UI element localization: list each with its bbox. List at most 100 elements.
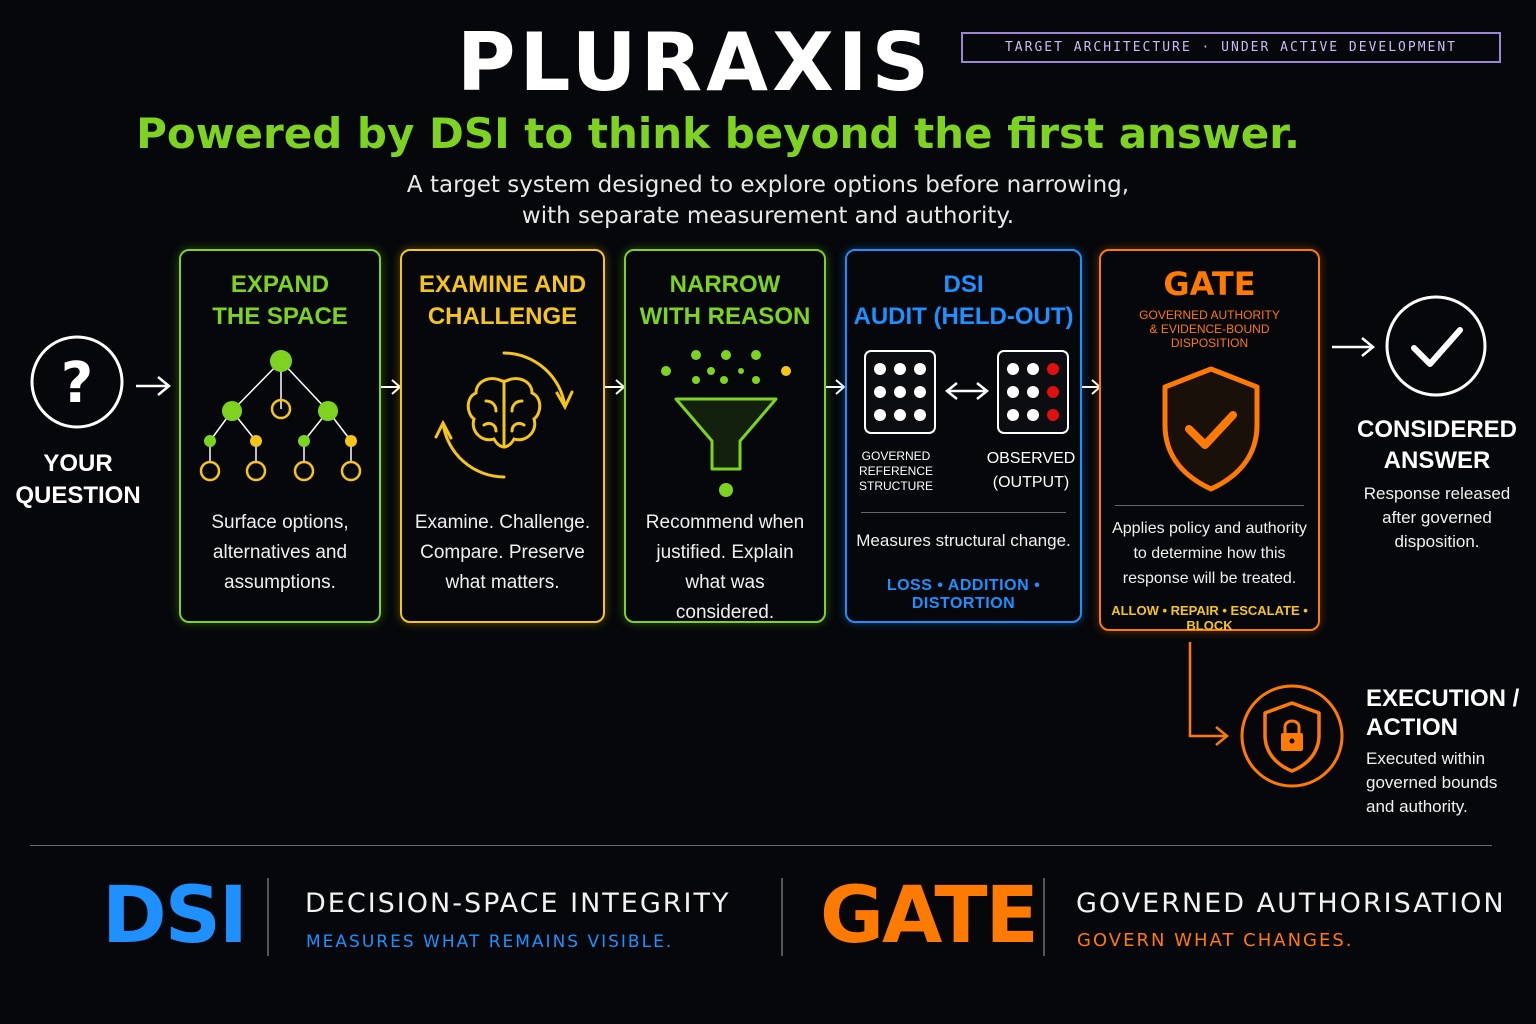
- reference-grid-icon: [864, 350, 936, 434]
- label-line: (OUTPUT): [992, 474, 1070, 491]
- footer-separator: [1043, 878, 1045, 956]
- stage-description-line: Surface options,: [211, 512, 349, 533]
- stage-description-line: what was considered.: [675, 572, 775, 623]
- description-line: governed bounds: [1366, 773, 1498, 792]
- gate-tags: ALLOW • REPAIR • ESCALATE • BLOCK: [1111, 603, 1308, 633]
- execution-title: EXECUTION / ACTION: [1366, 684, 1519, 742]
- stage-description-line: Recommend when: [645, 512, 805, 533]
- subtitle-line: DISPOSITION: [1170, 336, 1249, 350]
- arrow-right-icon: [136, 376, 171, 396]
- subtitle-line-1: A target system designed to explore opti…: [406, 172, 1130, 198]
- stage-description: Surface options, alternatives and assump…: [189, 508, 371, 598]
- arrow-right-icon: [381, 379, 402, 395]
- description-line: and authority.: [1366, 797, 1468, 816]
- subtitle-line-2: with separate measurement and authority.: [521, 203, 1015, 229]
- your-question-label: YOUR QUESTION: [0, 448, 156, 512]
- shield-lock-icon: [1240, 684, 1344, 788]
- arrow-right-icon: [825, 379, 846, 395]
- stage-title: EXPAND THE SPACE: [181, 269, 379, 333]
- dsi-card-title-line-1: DSI: [943, 271, 984, 298]
- checkmark-icon: [1385, 295, 1487, 397]
- gate-card-title: GATE: [1163, 265, 1256, 303]
- stage-title-line-2: CHALLENGE: [427, 303, 578, 330]
- footer-dsi-logo: DSI: [102, 871, 248, 961]
- stage-description: Recommend when justified. Explain what w…: [634, 508, 816, 628]
- gate-card-subtitle: GOVERNED AUTHORITY & EVIDENCE-BOUND DISP…: [1101, 308, 1318, 350]
- description-line: response will be treated.: [1122, 570, 1297, 587]
- stage-description-line: what matters.: [445, 572, 560, 593]
- svg-text:?: ?: [61, 351, 93, 416]
- footer-dsi-subtitle: MEASURES WHAT REMAINS VISIBLE.: [306, 932, 674, 952]
- stage-title-line-1: EXPAND: [230, 271, 330, 298]
- label-line: REFERENCE: [858, 464, 933, 478]
- subtitle-line: GOVERNED AUTHORITY: [1139, 308, 1280, 322]
- title-line: ACTION: [1366, 714, 1458, 741]
- title-line: CONSIDERED: [1356, 416, 1518, 443]
- arrow-right-icon: [1332, 337, 1375, 357]
- tree-icon: [199, 350, 362, 482]
- footer-gate-logo: GATE: [820, 871, 1039, 961]
- branch-arrow-icon: [1188, 642, 1229, 746]
- title-line: EXECUTION /: [1366, 685, 1520, 712]
- stage-card-narrow: NARROW WITH REASON Recommend when justif…: [624, 249, 826, 623]
- stage-description-line: justified. Explain: [656, 542, 794, 563]
- considered-answer-description: Response released after governed disposi…: [1356, 482, 1518, 554]
- stage-description-line: alternatives and: [212, 542, 348, 563]
- label-line: GOVERNED: [861, 449, 931, 463]
- footer-divider: [30, 845, 1492, 846]
- footer-gate-title: GOVERNED AUTHORISATION: [1076, 888, 1506, 919]
- description-line: Executed within: [1366, 749, 1486, 768]
- divider: [861, 512, 1066, 513]
- footer-gate-subtitle: GOVERN WHAT CHANGES.: [1077, 930, 1354, 951]
- stage-title: EXAMINE AND CHALLENGE: [402, 269, 603, 333]
- funnel-icon: [661, 350, 791, 497]
- tagline: Powered by DSI to think beyond the first…: [136, 109, 1300, 158]
- shield-check-icon: [1162, 366, 1260, 492]
- stage-description-line: Compare. Preserve: [420, 542, 585, 563]
- observed-grid-icon: [997, 350, 1069, 434]
- label-line: OBSERVED: [986, 450, 1076, 467]
- dsi-tags: LOSS • ADDITION • DISTORTION: [886, 577, 1041, 612]
- question-mark-icon: ?: [30, 335, 124, 429]
- stage-title-line-2: WITH REASON: [639, 303, 811, 330]
- double-arrow-icon: [944, 382, 990, 400]
- stage-title-line-1: NARROW: [669, 271, 781, 298]
- page-title: PLURAXIS: [456, 16, 934, 109]
- considered-answer-title: CONSIDERED ANSWER: [1356, 414, 1518, 476]
- description-line: disposition.: [1394, 532, 1480, 551]
- brain-cycle-icon: [434, 351, 574, 479]
- your-question-line-2: QUESTION: [15, 482, 141, 509]
- divider: [1115, 505, 1304, 506]
- dsi-card-title-line-2: AUDIT (HELD-OUT): [853, 303, 1074, 330]
- stage-card-expand: EXPAND THE SPACE Surface options, altern…: [179, 249, 381, 623]
- stage-title-line-1: EXAMINE AND: [418, 271, 587, 298]
- execution-description: Executed within governed bounds and auth…: [1366, 747, 1497, 819]
- arrow-right-icon: [605, 379, 626, 395]
- stage-title: NARROW WITH REASON: [626, 269, 824, 333]
- stage-card-examine: EXAMINE AND CHALLENGE Examine. Challenge…: [400, 249, 605, 623]
- status-badge: TARGET ARCHITECTURE · UNDER ACTIVE DEVEL…: [961, 32, 1501, 63]
- stage-description: Examine. Challenge. Compare. Preserve wh…: [410, 508, 595, 598]
- label-line: STRUCTURE: [859, 479, 933, 493]
- description-line: to determine how this: [1133, 545, 1286, 562]
- dsi-audit-card: DSI AUDIT (HELD-OUT) GOVERNED REFERENCE …: [845, 249, 1082, 623]
- your-question-line-1: YOUR: [43, 450, 113, 477]
- footer-dsi-title: DECISION-SPACE INTEGRITY: [305, 888, 731, 919]
- dsi-description: Measures structural change.: [856, 531, 1071, 550]
- description-line: Applies policy and authority: [1112, 520, 1307, 537]
- subtitle-line: & EVIDENCE-BOUND: [1149, 322, 1270, 336]
- stage-description-line: assumptions.: [224, 572, 336, 593]
- description-line: after governed: [1382, 508, 1492, 527]
- dsi-card-title: DSI AUDIT (HELD-OUT): [847, 269, 1080, 333]
- subtitle: A target system designed to explore opti…: [0, 170, 1536, 232]
- stage-title-line-2: THE SPACE: [212, 303, 348, 330]
- title-line: ANSWER: [1383, 447, 1491, 474]
- stage-description-line: Examine. Challenge.: [414, 512, 591, 533]
- gate-description: Applies policy and authority to determin…: [1105, 516, 1314, 591]
- footer-separator: [781, 878, 783, 956]
- footer-separator: [267, 878, 269, 956]
- governed-reference-label: GOVERNED REFERENCE STRUCTURE: [851, 449, 941, 494]
- description-line: Response released: [1363, 484, 1511, 503]
- observed-output-label: OBSERVED (OUTPUT): [983, 447, 1079, 495]
- gate-card: GATE GOVERNED AUTHORITY & EVIDENCE-BOUND…: [1099, 249, 1320, 633]
